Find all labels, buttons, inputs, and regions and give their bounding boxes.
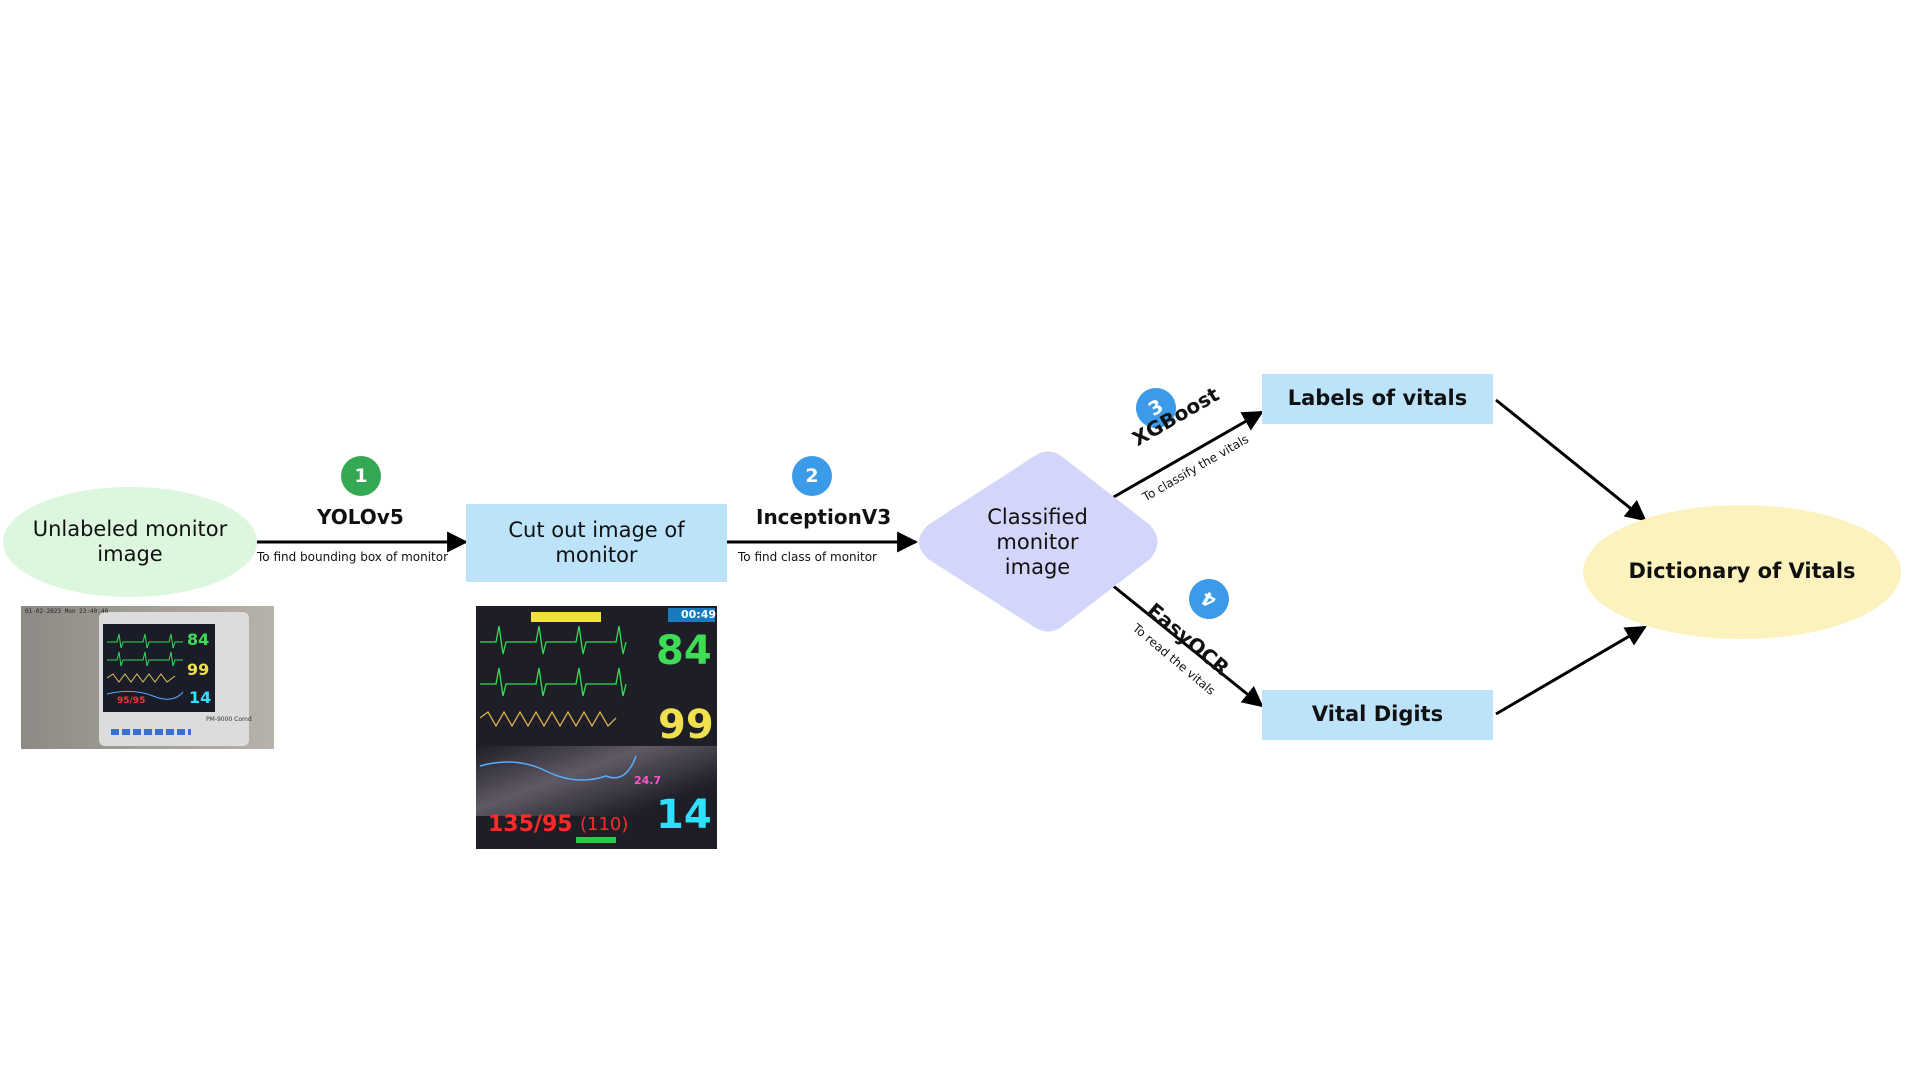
- large-map-value: (110): [580, 814, 629, 835]
- step-4-number: 4: [1197, 586, 1221, 612]
- monitor-photo-large: 00:49 84 99 14 24.7 135/95 (110): [476, 606, 717, 849]
- labels-node-label: Labels of vitals: [1287, 386, 1468, 411]
- small-rr-value: 14: [189, 688, 212, 707]
- step-2-badge: 2: [792, 456, 832, 496]
- arrow-labels-to-dictionary: [1495, 398, 1647, 522]
- labels-node: Labels of vitals: [1262, 374, 1493, 424]
- small-date-overlay: 01-02-2023 Mon 23:40:40: [25, 608, 109, 615]
- step-2-number: 2: [805, 465, 819, 487]
- classified-diamond: [919, 451, 1158, 632]
- small-model-text: PM-9000 Comd: [206, 716, 252, 723]
- step-1-model: YOLOv5: [317, 505, 404, 529]
- arrow-classified-to-digits: [1111, 583, 1264, 708]
- step-1-number: 1: [354, 465, 368, 487]
- waveform-lines: [106, 633, 184, 700]
- step-2-model: InceptionV3: [756, 505, 892, 529]
- small-spo2-value: 99: [187, 660, 210, 679]
- arrow-classified-to-labels: [1111, 410, 1264, 500]
- digits-node: Vital Digits: [1262, 690, 1493, 740]
- cutout-node: Cut out image of monitor: [466, 504, 727, 582]
- large-bp-value: 135/95: [488, 812, 573, 837]
- small-bp-value: 95/95: [117, 696, 146, 706]
- monitor-control-buttons: [111, 729, 191, 735]
- digits-node-label: Vital Digits: [1311, 702, 1444, 727]
- dictionary-node: Dictionary of Vitals: [1583, 505, 1901, 639]
- classified-node-label: Classified monitor image: [987, 504, 1088, 580]
- monitor-photo-small: 84 99 14 95/95 01-02-2023 Mon 23:40:40 P…: [21, 606, 274, 749]
- small-hr-value: 84: [187, 630, 210, 649]
- step-1-badge: 1: [341, 456, 381, 496]
- arrow-digits-to-dictionary: [1495, 625, 1647, 716]
- input-node-label: Unlabeled monitor image: [32, 516, 228, 566]
- screen-glare: [476, 746, 717, 816]
- step-2-description: To find class of monitor: [738, 550, 877, 564]
- large-spo2-value: 99: [658, 702, 714, 748]
- classified-node: Classified monitor image: [940, 505, 1135, 580]
- dictionary-node-label: Dictionary of Vitals: [1628, 559, 1856, 584]
- monitor-screen: 84 99 14 95/95: [103, 624, 215, 712]
- large-hr-value: 84: [656, 628, 712, 674]
- large-time: 00:49: [681, 608, 717, 621]
- input-node: Unlabeled monitor image: [3, 487, 257, 597]
- large-rr-value: 14: [656, 792, 712, 838]
- large-waveform-lines: [479, 608, 715, 843]
- large-resp-value: 24.7: [634, 774, 662, 787]
- cutout-node-label: Cut out image of monitor: [508, 517, 685, 567]
- step-1-description: To find bounding box of monitor: [257, 550, 449, 564]
